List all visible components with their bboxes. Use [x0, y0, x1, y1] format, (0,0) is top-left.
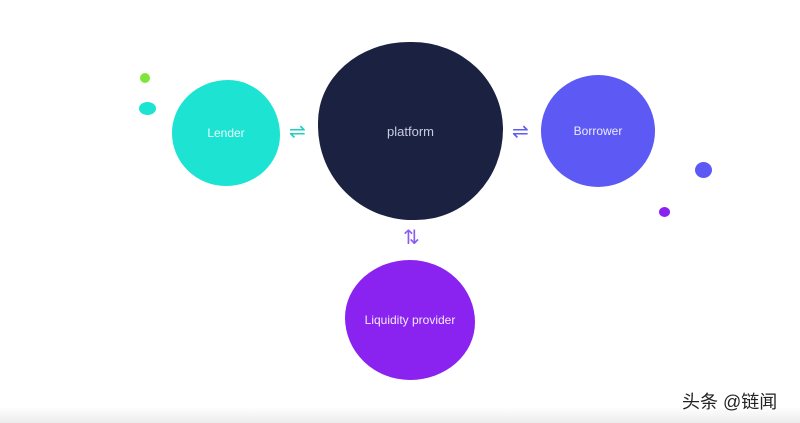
borrower-node: Borrower	[541, 75, 655, 187]
decorative-teal-dot	[139, 102, 156, 115]
platform-node: platform	[318, 42, 503, 220]
decorative-purple-dot	[659, 207, 670, 217]
lender-node: Lender	[172, 80, 280, 186]
exchange-arrow-icon: ⇅	[403, 227, 420, 249]
platform-label: platform	[387, 123, 434, 139]
liquidity-provider-node: Liquidity provider	[345, 260, 475, 380]
decorative-blue-dot	[695, 162, 712, 178]
liquidity-provider-label: Liquidity provider	[364, 313, 456, 327]
lender-label: Lender	[207, 126, 245, 140]
watermark: 头条 @链闻	[682, 392, 778, 412]
borrower-label: Borrower	[573, 124, 623, 138]
decorative-green-dot	[140, 73, 150, 83]
bottom-band	[0, 407, 800, 423]
exchange-arrow-icon: ⇌	[289, 121, 306, 143]
exchange-arrow-icon: ⇌	[512, 121, 529, 143]
